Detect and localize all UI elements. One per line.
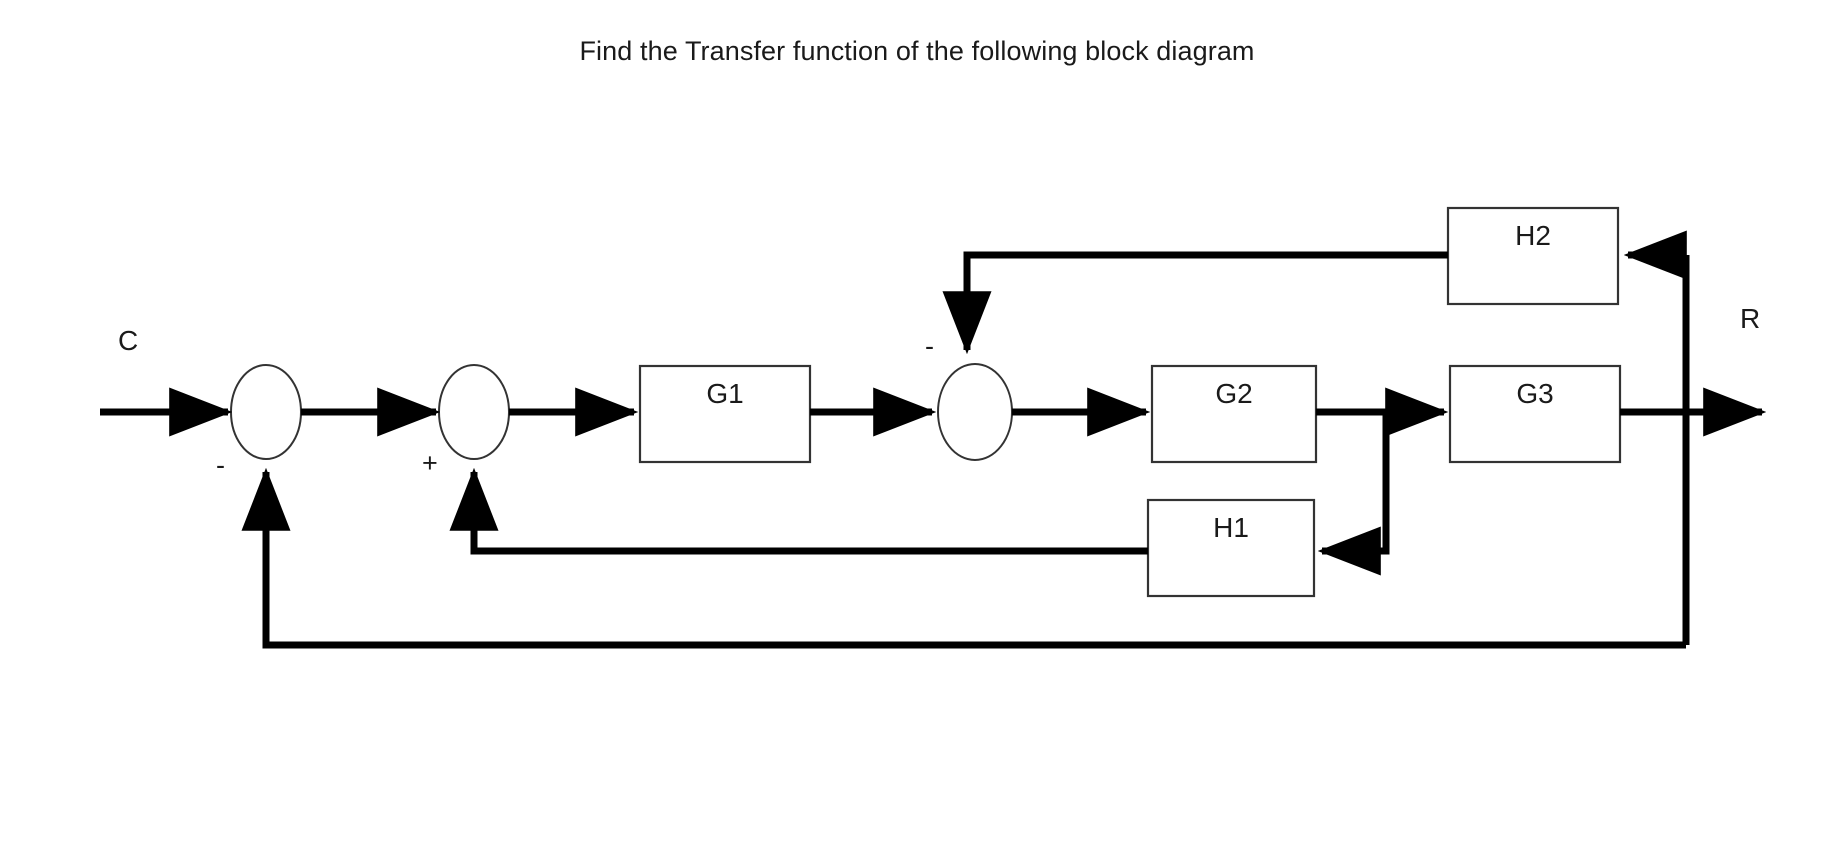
feedback-h1-to-sum2-path [449, 467, 1148, 555]
summing-junction-1-ellipse [230, 364, 302, 460]
block-g2-rect [1150, 364, 1318, 464]
sign-label-sum1: - [216, 450, 225, 480]
feedback-h2-to-sum3-path [942, 251, 1448, 355]
sign-label-sum2: + [422, 448, 438, 478]
signal-label-r: R [1740, 303, 1761, 334]
block-label-g1: G1 [706, 378, 744, 409]
sign-label-sum3: - [925, 331, 934, 361]
page-title: Find the Transfer function of the follow… [579, 36, 1255, 66]
block-h1-rect [1146, 498, 1316, 598]
feedback-outer-to-sum1-path [241, 467, 1686, 649]
block-label-g3: G3 [1516, 378, 1554, 409]
block-label-h1: H1 [1213, 512, 1249, 543]
summing-junction-2-ellipse [438, 364, 510, 460]
block-label-h2: H2 [1515, 220, 1551, 251]
branch-g2-to-h1-path [1317, 412, 1390, 576]
block-h2-rect [1446, 206, 1620, 306]
summing-junction-3-ellipse [937, 363, 1013, 461]
signal-label-c: C [118, 325, 139, 356]
block-g1-rect [638, 364, 812, 464]
block-label-g2: G2 [1215, 378, 1253, 409]
block-g3-rect [1448, 364, 1622, 464]
